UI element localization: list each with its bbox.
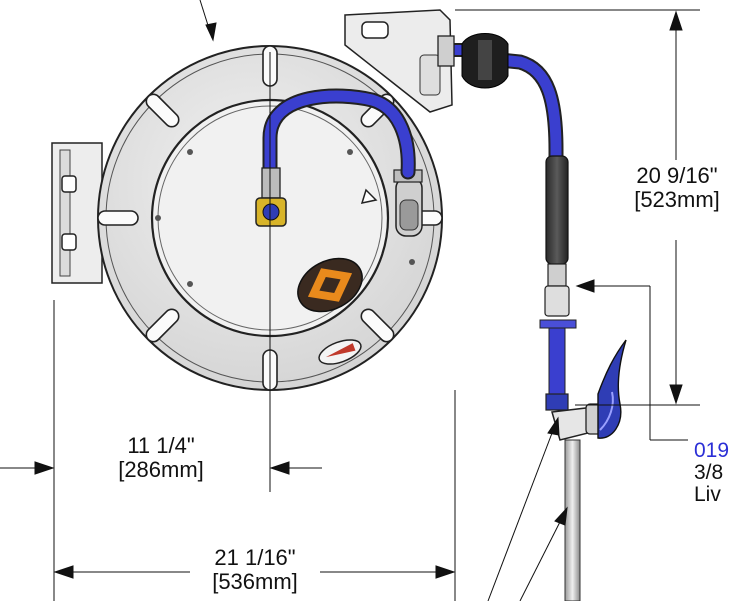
center-offset-dimension-label: 11 1/4" [286mm] (96, 434, 226, 482)
width-imperial: 21 1/16" (214, 545, 296, 570)
riser-pipe (564, 439, 581, 601)
width-dimension-label: 21 1/16" [536mm] (190, 546, 320, 594)
mounting-bracket-left (51, 142, 103, 284)
hose-outer (437, 33, 564, 160)
hub-fitting (255, 167, 287, 227)
dimension-lines (0, 0, 700, 601)
height-dimension-label: 20 9/16" [523mm] (612, 164, 733, 212)
center-offset-imperial: 11 1/4" (127, 433, 195, 458)
part-number-link[interactable]: 019 (694, 439, 730, 462)
height-metric: [523mm] (634, 187, 720, 212)
part-callout-line3: Liv (694, 483, 721, 506)
mounting-bracket-top (344, 9, 453, 113)
swivel-fitting (393, 169, 423, 237)
red-label (318, 339, 362, 365)
part-callout: 019 3/8 Liv (694, 440, 729, 506)
rotation-label (297, 257, 363, 313)
width-metric: [536mm] (212, 569, 298, 594)
spray-valve (551, 339, 627, 441)
part-callout-line2: 3/8 (694, 461, 724, 484)
height-imperial: 20 9/16" (636, 163, 718, 188)
hose-inner (262, 88, 416, 180)
center-offset-metric: [286mm] (118, 457, 204, 482)
hose-vertical (539, 155, 577, 411)
